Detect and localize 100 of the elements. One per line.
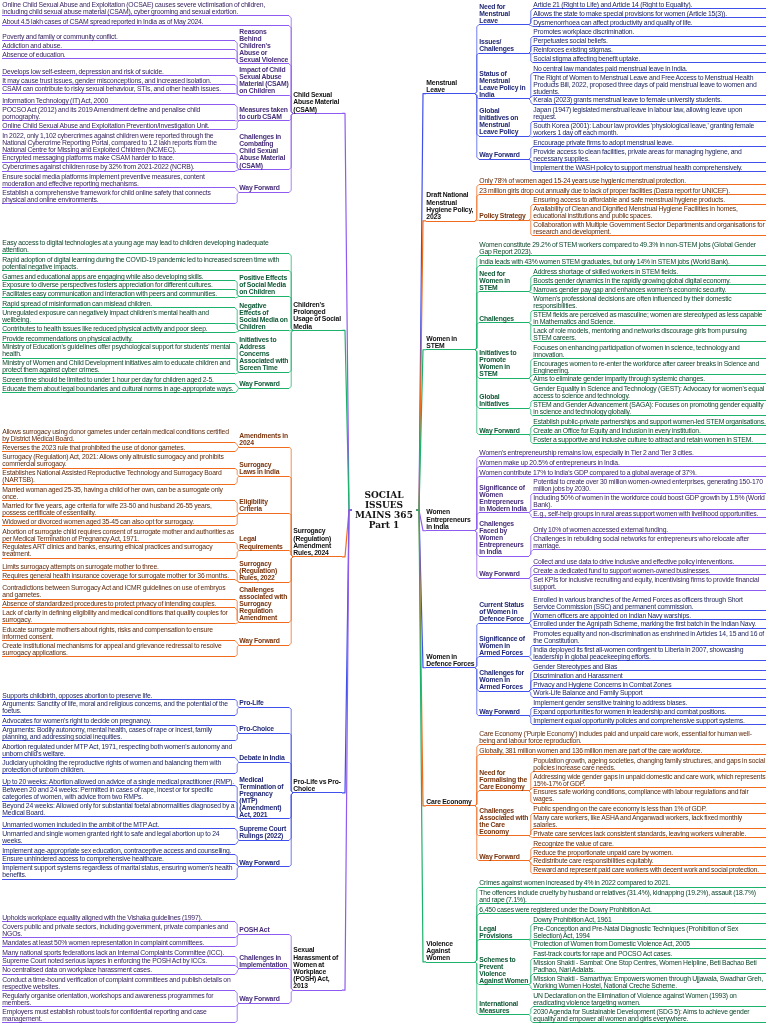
connector-line — [341, 329, 353, 511]
connector-line — [234, 607, 240, 623]
connector-line — [288, 761, 294, 794]
connector-line — [474, 52, 480, 95]
connector-line — [474, 512, 480, 532]
connector-line — [528, 135, 534, 138]
connector-line — [528, 322, 534, 343]
connector-line — [474, 790, 480, 807]
connector-line — [528, 399, 534, 409]
connector-line — [528, 72, 534, 100]
connector-line — [528, 679, 534, 692]
connector-line — [288, 556, 294, 646]
connector-line — [528, 284, 534, 292]
connector-line — [528, 610, 534, 624]
connector-line — [474, 219, 480, 222]
connector-line — [528, 322, 534, 327]
connector-line — [234, 542, 240, 551]
connector-line — [528, 835, 534, 839]
connector-line — [474, 939, 480, 963]
connector-line — [234, 323, 240, 332]
connector-line — [234, 58, 240, 65]
connector-line — [528, 1006, 534, 1016]
connector-line — [234, 187, 240, 193]
connector-line — [288, 792, 294, 868]
connector-line — [474, 93, 480, 160]
connector-line — [234, 372, 240, 375]
connector-line — [234, 500, 240, 514]
connector-line — [474, 961, 480, 1016]
connector-line — [234, 92, 240, 96]
connector-line — [234, 192, 240, 205]
connector-line — [474, 194, 480, 222]
connector-line — [234, 724, 240, 734]
connector-line — [234, 990, 240, 1004]
connector-line — [528, 158, 534, 164]
connector-line — [234, 104, 240, 122]
connector-line — [528, 574, 534, 579]
connector-line — [528, 52, 534, 55]
connector-line — [528, 374, 534, 379]
connector-line — [528, 771, 534, 792]
connector-line — [234, 550, 240, 559]
connector-line — [234, 295, 240, 299]
connector-line — [528, 715, 534, 717]
connector-line — [528, 434, 534, 436]
connector-line — [528, 984, 534, 991]
connector-line — [234, 357, 240, 373]
connector-line — [528, 860, 534, 866]
connector-line — [234, 866, 240, 880]
connector-line — [234, 933, 240, 948]
connector-line — [415, 509, 427, 963]
connector-line — [528, 787, 534, 792]
connector-line — [474, 322, 480, 351]
connector-line — [528, 158, 534, 172]
connector-line — [528, 24, 534, 27]
connector-line — [528, 1014, 534, 1023]
connector-line — [528, 656, 534, 662]
connector-line — [528, 17, 534, 26]
connector-line — [528, 512, 534, 519]
connector-line — [234, 761, 240, 775]
connector-line — [234, 968, 240, 975]
connector-line — [234, 468, 240, 477]
connector-line — [528, 146, 534, 160]
connector-line — [528, 688, 534, 692]
connector-line — [528, 95, 534, 100]
connector-line — [234, 570, 240, 583]
connector-line — [234, 732, 240, 742]
connector-line — [234, 699, 240, 708]
connector-line — [234, 330, 240, 333]
connector-line — [528, 407, 534, 417]
connector-line — [528, 565, 534, 579]
connector-line — [528, 622, 534, 629]
connector-line — [288, 330, 294, 389]
connector-line — [234, 828, 240, 841]
connector-line — [234, 644, 240, 657]
connector-line — [234, 288, 240, 297]
connector-line — [234, 1002, 240, 1023]
connector-line — [528, 644, 534, 657]
connector-line — [234, 862, 240, 868]
connector-line — [528, 377, 534, 384]
connector-line — [528, 219, 534, 221]
connector-line — [528, 973, 534, 985]
connector-line — [234, 169, 240, 172]
connector-line — [528, 715, 534, 726]
connector-line — [234, 757, 240, 763]
connector-line — [234, 640, 240, 646]
connector-line — [234, 921, 240, 935]
connector-line — [528, 425, 534, 436]
connector-line — [288, 113, 294, 193]
connector-line — [474, 530, 480, 579]
connector-line — [528, 52, 534, 64]
connector-line — [474, 656, 480, 669]
connector-line — [474, 667, 480, 717]
connector-line — [528, 549, 534, 557]
central-topic: SOCIAL ISSUES MAINS 365 Part 1 — [352, 490, 416, 531]
connector-line — [234, 446, 240, 452]
connector-line — [528, 204, 534, 221]
connector-line — [234, 120, 240, 131]
connector-line — [415, 349, 427, 511]
connector-line — [528, 856, 534, 862]
connector-line — [528, 706, 534, 717]
connector-line — [474, 349, 480, 436]
